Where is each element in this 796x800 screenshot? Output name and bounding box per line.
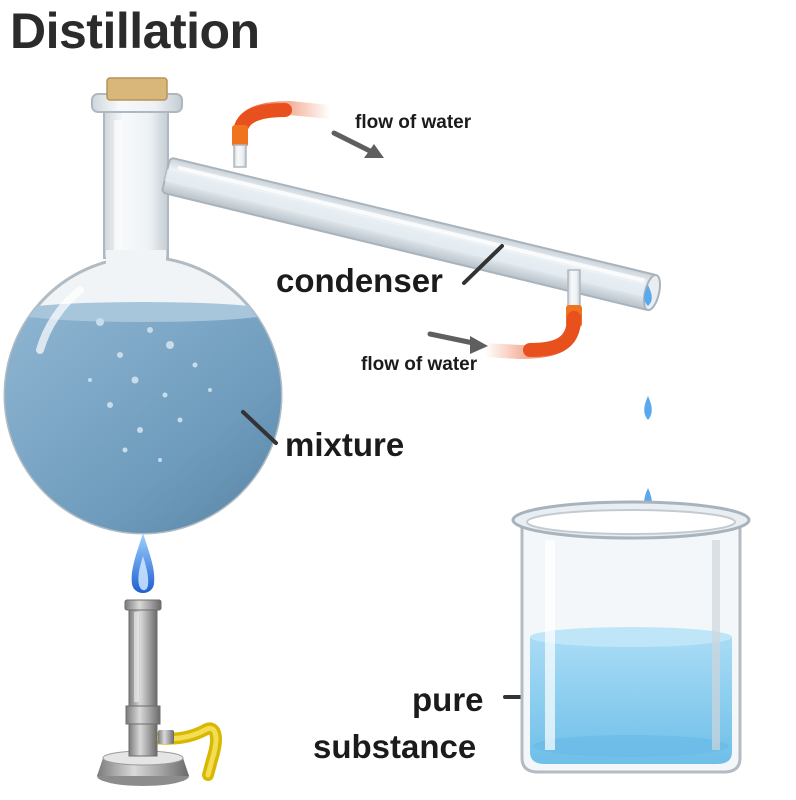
water-drop-icon (644, 285, 652, 306)
condenser-tube-icon (161, 157, 661, 312)
bunsen-burner-icon (97, 599, 222, 786)
substance-label: substance (313, 728, 477, 765)
hose-icon-bottom (478, 269, 582, 360)
flow-of-water-top-label: flow of water (355, 112, 472, 133)
cork-stopper-icon (91, 77, 183, 113)
mixture-liquid (5, 302, 281, 533)
arrow-icon-bottom (427, 331, 488, 354)
beaker-icon (511, 500, 751, 774)
mixture-label: mixture (285, 426, 405, 463)
condenser-pointer (462, 244, 504, 285)
flow-of-water-bottom-label: flow of water (361, 354, 478, 375)
condenser-label: condenser (276, 262, 443, 299)
mixture-pointer (241, 410, 278, 445)
arrow-icon-top (331, 130, 384, 158)
pure-label: pure (412, 681, 484, 718)
water-drop-icon (644, 396, 652, 420)
flame-icon (131, 533, 155, 593)
page-title: Distillation (10, 3, 260, 59)
round-bottom-flask-icon (3, 107, 283, 535)
hose-icon-top (232, 100, 337, 168)
pure-substance-liquid (530, 637, 732, 764)
